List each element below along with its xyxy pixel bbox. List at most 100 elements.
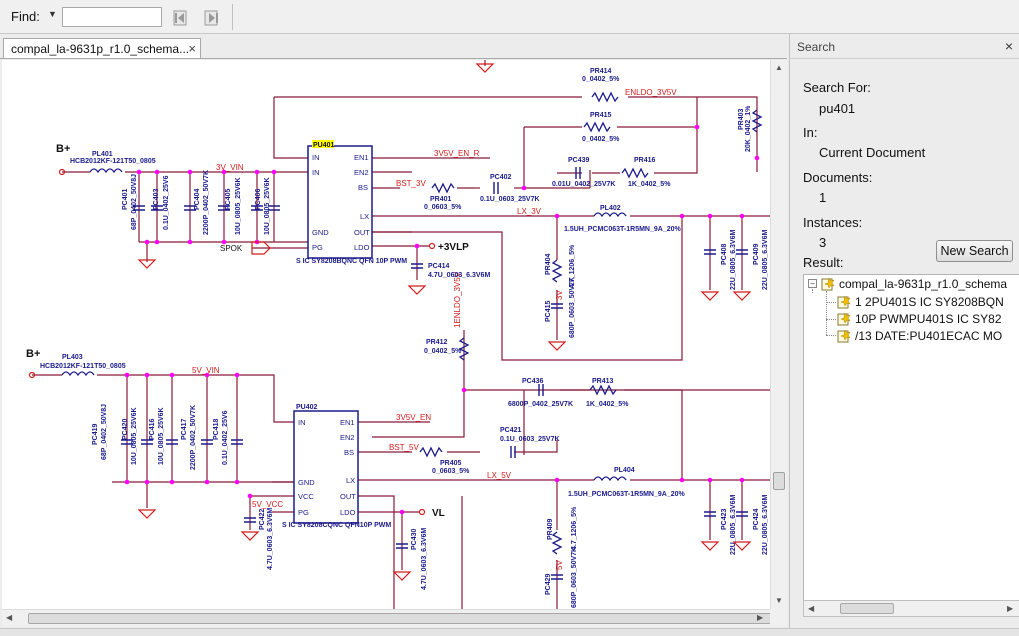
schematic-drawing[interactable]: B+ B+ 3V_VIN 5V_VIN 3V5V_EN_R 3V5V_EN BS… <box>2 60 770 609</box>
val-pl401: HCB2012KF-121T50_0805 <box>70 158 156 165</box>
pu401-pin-out: OUT <box>354 228 370 237</box>
net-label-spok: SPOK <box>220 244 243 253</box>
documents-label: Documents: <box>803 170 873 185</box>
val-pc415: 680P_0603_50V7K <box>569 277 576 338</box>
pu401-ref-highlight <box>312 140 334 148</box>
ref-pc420: PC420 <box>122 418 129 440</box>
scroll-up-icon[interactable]: ▲ <box>775 63 783 72</box>
ref-pl403: PL403 <box>62 354 83 361</box>
close-tab-icon[interactable]: × <box>188 41 196 56</box>
find-history-dropdown-icon[interactable]: ▼ <box>48 9 57 19</box>
net-label-3v5v-en: 3V5V_EN <box>396 413 431 422</box>
terminal-circles <box>28 168 436 516</box>
tree-root-label: compal_la-9631p_r1.0_schema <box>839 277 1008 291</box>
result-page-icon <box>837 312 851 326</box>
pu402-pin-bs: BS <box>344 448 354 457</box>
pu402-pin-out: OUT <box>340 492 356 501</box>
pu401-pin-in-1: IN <box>312 153 320 162</box>
val-pc402: 0.1U_0603_25V7K <box>480 196 540 203</box>
junction-dots <box>124 124 760 515</box>
schematic-canvas[interactable]: B+ B+ 3V_VIN 5V_VIN 3V5V_EN_R 3V5V_EN BS… <box>2 60 770 609</box>
tree-result-item[interactable]: 1 2PU401S IC SY8208BQN <box>804 293 1019 311</box>
ref-pc436: PC436 <box>522 378 544 385</box>
ref-pu401: PU401 <box>313 142 335 149</box>
find-toolbar: Find: ▼ <box>0 0 1019 34</box>
scroll-left-icon[interactable]: ◀ <box>6 613 13 622</box>
net-label-lx-5v: LX_5V <box>487 471 512 480</box>
pin-labels: IN IN GND PG EN1 EN2 BS LX OUT LDO IN GN… <box>298 153 370 517</box>
ref-pc408: PC408 <box>721 243 728 265</box>
search-panel: Search × Search For: pu401 In: Current D… <box>789 34 1019 628</box>
search-panel-divider <box>790 58 1019 59</box>
val-pc403: 0.1U_0402_25V6 <box>163 175 170 230</box>
ref-pr405: PR405 <box>440 460 462 467</box>
tree-scroll-thumb[interactable] <box>840 603 894 614</box>
close-search-panel-icon[interactable]: × <box>1004 38 1013 54</box>
pu401-ic-body[interactable] <box>307 145 373 259</box>
ref-pr413: PR413 <box>592 378 614 385</box>
document-search-icon <box>821 277 835 291</box>
val-pc429: 680P_0603_50V7K <box>571 547 578 608</box>
tree-connector <box>826 319 836 320</box>
val-pr405: 0_0603_5% <box>432 468 470 475</box>
capacitor-symbols <box>121 167 748 580</box>
val-pc414: 4.7U_0603_6.3V6M <box>428 272 490 279</box>
document-tab[interactable]: compal_la-9631p_r1.0_schema... × <box>3 38 201 59</box>
desc-pu401: S IC SY8208BQNC QFN 10P PWM <box>296 258 407 265</box>
val-pl403: HCB2012KF-121T50_0805 <box>40 363 126 370</box>
search-for-label: Search For: <box>803 80 871 95</box>
net-label-plus-3vlp: +3VLP <box>438 242 469 253</box>
result-tree[interactable]: − compal_la-9631p_r1.0_schema 1 2PU401S … <box>803 274 1019 614</box>
net-label-enldo-vertical: 1ENLDO_3V5V <box>453 271 462 328</box>
tree-root-item[interactable]: − compal_la-9631p_r1.0_schema <box>804 275 1019 293</box>
component-labels[interactable]: PL401 HCB2012KF-121T50_0805 PL403 HCB201… <box>40 68 769 608</box>
ref-pc421: PC421 <box>500 427 522 434</box>
search-for-value: pu401 <box>819 101 856 116</box>
net-label-b-plus-2: B+ <box>26 348 40 360</box>
pu402-ic-body[interactable] <box>293 410 359 524</box>
pu401-pin-ldo: LDO <box>354 243 370 252</box>
scroll-right-icon[interactable]: ▶ <box>757 613 764 622</box>
result-tree-horizontal-scrollbar[interactable]: ◀ ▶ <box>803 600 1019 617</box>
collapse-node-icon[interactable]: − <box>808 279 817 288</box>
ref-pr403: PR403 <box>738 108 745 130</box>
tree-result-item[interactable]: /13 DATE:PU401ECAC MO <box>804 327 1019 345</box>
pu401-pin-bs: BS <box>358 183 368 192</box>
canvas-horizontal-scrollbar[interactable]: ◀ ▶ <box>2 609 774 626</box>
result-page-icon <box>837 329 851 343</box>
ref-pc418: PC418 <box>213 418 220 440</box>
net-label-5v-vin: 5V_VIN <box>192 366 220 375</box>
val-pr415: 0_0402_5% <box>582 136 620 143</box>
pu402-pin-en1: EN1 <box>340 418 355 427</box>
pu402-pin-gnd: GND <box>298 478 315 487</box>
ref-pc439: PC439 <box>568 157 590 164</box>
pu402-pin-vcc: VCC <box>298 492 314 501</box>
find-label: Find: <box>11 9 40 24</box>
val-pc401: 68P_0402_50V8J <box>131 174 138 230</box>
ref-pc401: PC401 <box>122 188 129 210</box>
new-search-button[interactable]: New Search <box>936 240 1013 262</box>
ref-pc403: PC403 <box>153 188 160 210</box>
val-pc439: 0.01U_0402_25V7K <box>552 181 615 188</box>
ref-pr401: PR401 <box>430 196 452 203</box>
tree-result-item[interactable]: 10P PWMPU401S IC SY82 <box>804 310 1019 328</box>
val-pr404: 4.7_1206_5% <box>569 244 576 288</box>
find-previous-button[interactable] <box>169 6 191 28</box>
canvas-vertical-scrollbar[interactable]: ▲ ▼ <box>770 60 787 609</box>
ref-pc405: PC405 <box>225 188 232 210</box>
horizontal-scroll-thumb[interactable] <box>28 613 774 624</box>
net-labels: B+ B+ 3V_VIN 5V_VIN 3V5V_EN_R 3V5V_EN BS… <box>26 88 677 570</box>
scroll-down-icon[interactable]: ▼ <box>775 596 783 605</box>
find-previous-icon <box>173 10 187 26</box>
ref-pr412: PR412 <box>426 339 448 346</box>
find-input[interactable] <box>62 7 162 27</box>
vertical-scroll-thumb[interactable] <box>773 472 785 490</box>
scroll-left-icon[interactable]: ◀ <box>808 604 815 613</box>
val-pc404: 2200P_0402_50V7K <box>203 170 210 235</box>
scroll-right-icon[interactable]: ▶ <box>1007 604 1014 613</box>
ref-pc404: PC404 <box>194 188 201 210</box>
find-next-button[interactable] <box>200 6 222 28</box>
search-panel-title: Search <box>797 40 836 54</box>
val-pc422: 4.7U_0603_6.3V6M <box>267 508 274 570</box>
tree-result-label: /13 DATE:PU401ECAC MO <box>855 329 1003 343</box>
